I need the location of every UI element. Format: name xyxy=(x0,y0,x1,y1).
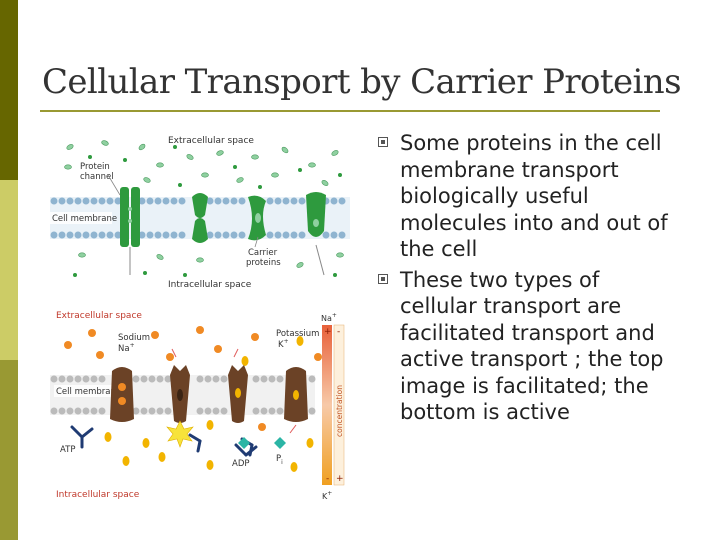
gradient-na-label: Na+ xyxy=(321,312,337,323)
sodium-ions-outside xyxy=(64,326,322,361)
top-extracellular-dots xyxy=(88,145,342,189)
protein-channel-pointer xyxy=(107,174,121,196)
top-cell-membrane-label: Cell membrane xyxy=(52,214,117,224)
adp-molecule xyxy=(234,443,258,457)
bullet-item: Some proteins in the cell membrane trans… xyxy=(378,130,678,263)
top-intracellular-dots xyxy=(73,271,337,277)
gradient-label: concentration xyxy=(335,385,344,437)
pump-4 xyxy=(284,367,308,422)
bullet-item: These two types of cellular transport ar… xyxy=(378,267,678,426)
carrier-proteins-label-line2: proteins xyxy=(246,258,281,268)
bottom-transport-arrows xyxy=(171,348,297,434)
bottom-membrane-label-bg xyxy=(54,385,112,397)
sodium-symbol: Na+ xyxy=(118,342,135,354)
accent-bar-bottom xyxy=(0,360,18,540)
pump-2 xyxy=(170,365,190,423)
bottom-intracellular-label: Intracellular space xyxy=(56,490,140,500)
carrier-proteins-pointer xyxy=(254,236,259,248)
protein-channel-label-line1: Protein xyxy=(80,162,110,172)
gradient-minus-top: - xyxy=(337,327,340,337)
pump-3 xyxy=(228,365,248,423)
top-membrane-label-bg xyxy=(50,212,112,224)
concentration-gradient: + - - + concentration Na+ K+ xyxy=(321,312,345,501)
gradient-k-label: K+ xyxy=(322,490,332,501)
adp-label: ADP xyxy=(232,459,250,469)
carrier-protein-3 xyxy=(306,192,326,237)
bottom-extracellular-label: Extracellular space xyxy=(56,311,142,321)
accent-bar-top xyxy=(0,0,18,180)
potassium-symbol: K+ xyxy=(278,338,289,350)
atp-label: ATP xyxy=(60,445,75,455)
facilitated-transport-diagram: Extracellular space Protein channel xyxy=(50,136,350,290)
top-extracellular-molecules xyxy=(64,140,339,186)
sodium-label: Sodium xyxy=(118,333,150,343)
potassium-ions-inside xyxy=(104,420,314,472)
transport-diagram: Extracellular space Protein channel xyxy=(50,136,350,501)
title-underline xyxy=(40,110,660,112)
bullet-list: Some proteins in the cell membrane trans… xyxy=(378,130,678,430)
bullet-text: Some proteins in the cell membrane trans… xyxy=(400,131,668,261)
top-transport-arrows xyxy=(129,244,325,276)
bottom-cell-membrane-label: Cell membrane xyxy=(56,387,121,397)
square-bullet-icon xyxy=(378,273,388,284)
top-intracellular-molecules xyxy=(78,252,344,268)
potassium-ions-outside xyxy=(241,336,304,366)
protein-channel xyxy=(120,187,140,247)
bullet-text: These two types of cellular transport ar… xyxy=(400,267,664,425)
atp-molecule xyxy=(70,425,254,457)
top-extracellular-label: Extracellular space xyxy=(168,136,254,146)
square-bullet-icon xyxy=(378,137,388,147)
gradient-minus-bottom: - xyxy=(326,474,329,484)
gradient-plus-top: + xyxy=(324,327,332,337)
potassium-label: Potassium xyxy=(276,329,319,339)
carrier-protein-2 xyxy=(248,195,266,241)
active-transport-diagram: Extracellular space Sodium Na+ Potassium… xyxy=(50,311,345,501)
top-intracellular-label: Intracellular space xyxy=(168,280,252,290)
pi-molecule xyxy=(238,437,286,449)
carrier-proteins-label-line1: Carrier xyxy=(248,248,278,258)
energy-burst xyxy=(166,420,194,448)
sodium-ions-inside xyxy=(258,423,266,431)
pi-label: Pi xyxy=(276,454,283,466)
carrier-protein-1 xyxy=(192,193,208,243)
protein-channel-label-line2: channel xyxy=(80,172,114,182)
accent-bar-middle xyxy=(0,180,18,360)
gradient-plus-bottom: + xyxy=(336,474,344,484)
pump-1 xyxy=(110,367,134,422)
slide-title: Cellular Transport by Carrier Proteins xyxy=(42,62,682,102)
